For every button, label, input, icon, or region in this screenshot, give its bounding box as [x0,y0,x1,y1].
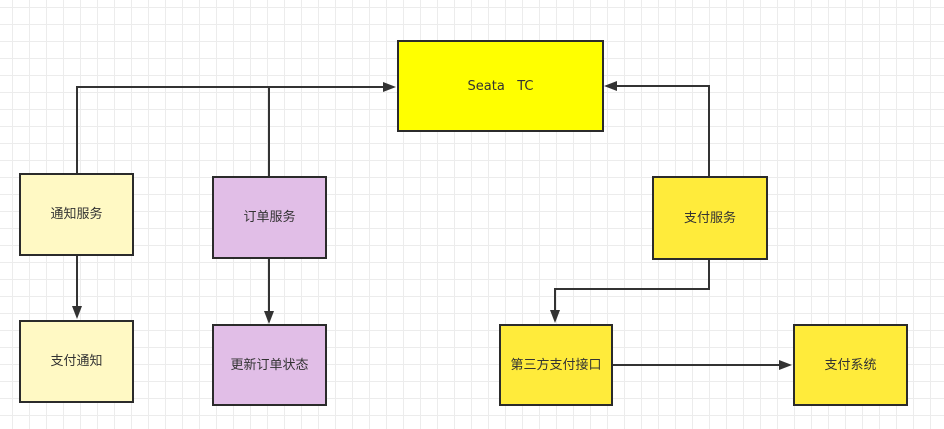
node-update-order-status[interactable]: 更新订单状态 [212,324,327,406]
node-label: 支付服务 [683,210,736,226]
node-payment-service[interactable]: 支付服务 [652,176,768,260]
node-label: 订单服务 [243,210,296,225]
node-order-service[interactable]: 订单服务 [212,176,327,259]
node-payment-notify[interactable]: 支付通知 [19,320,134,403]
edge-payment-to-tc[interactable] [614,85,710,176]
node-label: 更新订单状态 [230,357,309,373]
arrowhead-icon [264,311,274,324]
node-label: 支付通知 [50,354,103,369]
arrowhead-icon [550,310,560,323]
edge-notify-to-tc[interactable] [76,86,386,173]
arrowhead-icon [779,360,792,370]
arrowhead-icon [72,306,82,319]
node-label: 通知服务 [50,207,103,222]
node-seata-tc[interactable]: Seata TC [397,40,604,132]
arrowhead-icon [604,81,617,91]
node-label: 第三方支付接口 [510,357,602,373]
edge-payment-to-third-party[interactable] [554,259,710,313]
arrowhead-icon [383,82,396,92]
node-label: Seata TC [467,78,534,94]
node-payment-system[interactable]: 支付系统 [793,324,908,406]
node-label: 支付系统 [824,357,877,373]
node-third-party-payment-api[interactable]: 第三方支付接口 [499,324,613,406]
node-notify-service[interactable]: 通知服务 [19,173,134,256]
